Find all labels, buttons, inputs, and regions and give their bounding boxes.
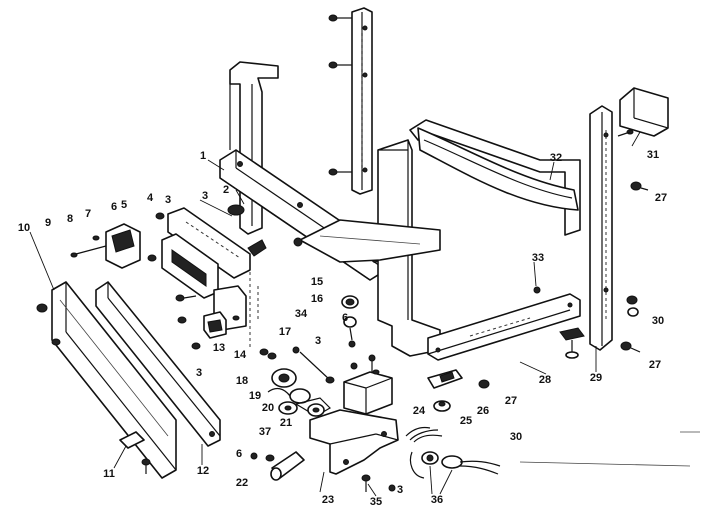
callout-3: 3 [201, 190, 209, 202]
switch-assembly [267, 346, 335, 417]
hinge-assembly [70, 223, 157, 269]
screws-17 [259, 348, 277, 360]
callout-9: 9 [44, 217, 52, 229]
callout-16: 16 [310, 293, 324, 305]
callout-13: 13 [212, 342, 226, 354]
callout-6: 6 [110, 201, 118, 213]
callout-12: 12 [196, 465, 210, 477]
screws-center [293, 237, 376, 372]
cylinder-22 [265, 451, 305, 481]
bracket-26 [427, 369, 463, 389]
callout-6: 6 [235, 448, 243, 460]
curved-cross-brace [417, 127, 579, 211]
callout-22: 22 [235, 477, 249, 489]
callout-26: 26 [476, 405, 490, 417]
callout-7: 7 [84, 208, 92, 220]
callout-18: 18 [235, 375, 249, 387]
callout-24: 24 [412, 405, 426, 417]
screw-11 [141, 458, 151, 474]
control-box [343, 369, 393, 415]
callout-17: 17 [278, 326, 292, 338]
top-vertical-bracket [351, 7, 373, 195]
callout-19: 19 [248, 390, 262, 402]
left-narrow-rail [95, 281, 221, 447]
callout-3: 3 [195, 367, 203, 379]
callout-30: 30 [651, 315, 665, 327]
right-screws [478, 181, 649, 389]
callout-36: 36 [430, 494, 444, 506]
callout-23: 23 [321, 494, 335, 506]
washer-25 [433, 400, 451, 412]
guide-lines [249, 272, 259, 350]
top-bracket-screws [328, 14, 352, 176]
callout-15: 15 [310, 276, 324, 288]
callout-25: 25 [459, 415, 473, 427]
callout-32: 32 [549, 152, 563, 164]
callout-34: 34 [294, 308, 308, 320]
callout-1: 1 [199, 150, 207, 162]
leader-lines [29, 131, 641, 497]
callout-27: 27 [504, 395, 518, 407]
callout-10: 10 [17, 222, 31, 234]
bottom-screws [250, 452, 396, 492]
callout-3: 3 [164, 194, 172, 206]
scan-streak [519, 431, 700, 467]
callout-30: 30 [509, 431, 523, 443]
right-vertical-rail [589, 105, 613, 351]
left-kick-rail [36, 281, 177, 479]
callout-8: 8 [66, 213, 74, 225]
callout-2: 2 [222, 184, 230, 196]
nut-16 [343, 316, 357, 348]
callout-37: 37 [258, 426, 272, 438]
callout-27: 27 [648, 359, 662, 371]
callout-20: 20 [261, 402, 275, 414]
callout-28: 28 [538, 374, 552, 386]
clip-13 [177, 311, 227, 350]
callout-29: 29 [589, 372, 603, 384]
callout-27: 27 [654, 192, 668, 204]
bottom-front-rail [427, 293, 581, 361]
callout-3: 3 [314, 335, 322, 347]
leveling-foot [559, 327, 585, 359]
callout-35: 35 [369, 496, 383, 508]
spring-15 [341, 295, 359, 309]
callout-4: 4 [146, 192, 154, 204]
callout-5: 5 [120, 199, 128, 211]
mounting-bracket [309, 409, 399, 475]
top-right-bracket [617, 87, 669, 137]
callout-6: 6 [341, 312, 349, 324]
callout-33: 33 [531, 252, 545, 264]
callout-31: 31 [646, 149, 660, 161]
callout-21: 21 [279, 417, 293, 429]
bottom-center-pan [299, 219, 441, 263]
wiring-harness [405, 426, 501, 479]
callout-11: 11 [103, 468, 115, 480]
callout-3: 3 [396, 484, 404, 496]
callout-14: 14 [233, 349, 247, 361]
